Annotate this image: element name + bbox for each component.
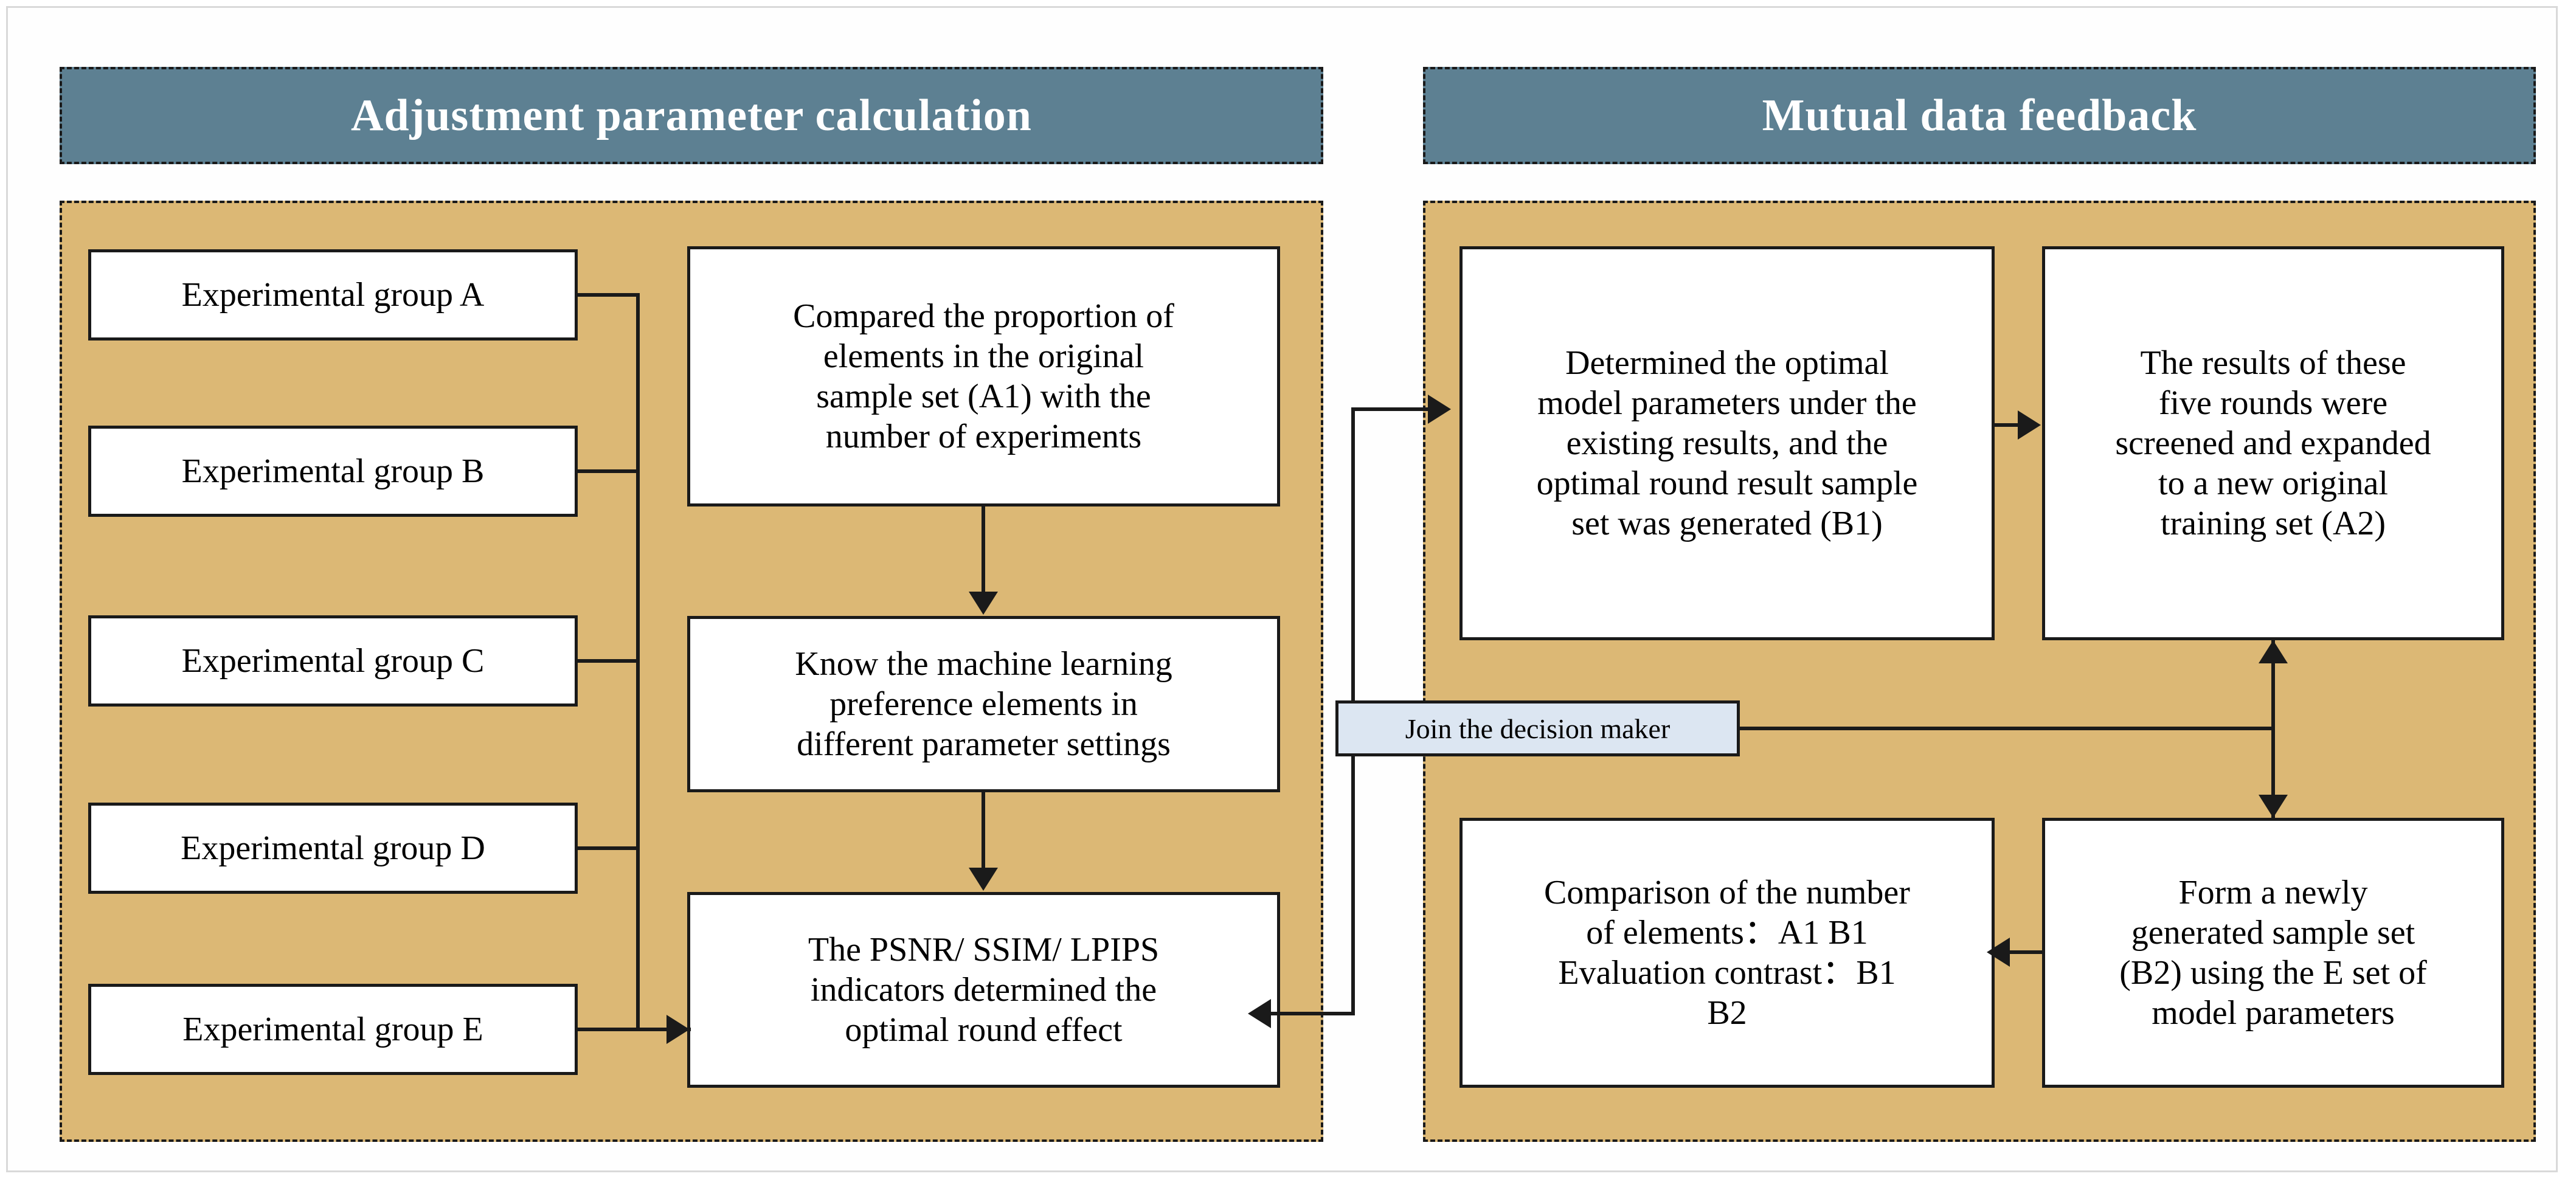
left-panel-header: Adjustment parameter calculation [60,67,1323,164]
connector-b2-to-comparison [2010,950,2043,954]
step-compare-proportion-box[interactable]: Compared the proportion of elements in t… [687,246,1280,506]
experimental-group-a-box[interactable]: Experimental group A [88,249,578,340]
join-decision-maker-label[interactable]: Join the decision maker [1335,700,1740,756]
connector-mid1-to-mid2 [982,506,985,593]
step-determined-optimal-parameters-box[interactable]: Determined the optimal model parameters … [1459,246,1995,640]
connector-riser-to-b1 [1351,407,1436,411]
arrowhead-mid1-to-mid2 [969,592,998,615]
connector-group-c-stub [578,659,640,663]
arrowhead-up-to-a2 [2259,640,2288,663]
experimental-group-e-box[interactable]: Experimental group E [88,984,578,1075]
right-panel-header: Mutual data feedback [1423,67,2536,164]
connector-group-bus [636,293,640,1030]
connector-group-d-stub [578,846,640,850]
connector-group-a-stub [578,293,640,297]
arrowhead-riser-to-b1 [1428,395,1451,424]
arrowhead-down-to-b2 [2259,795,2288,818]
connector-group-b-stub [578,469,640,473]
step-psnr-ssim-lpips-box[interactable]: The PSNR/ SSIM/ LPIPS indicators determi… [687,892,1280,1088]
step-comparison-of-elements-box[interactable]: Comparison of the number of elements：A1 … [1459,818,1995,1088]
experimental-group-b-box[interactable]: Experimental group B [88,426,578,517]
experimental-group-c-box[interactable]: Experimental group C [88,615,578,707]
arrowhead-b1-to-a2 [2018,410,2041,440]
arrowhead-riser-to-indicators [1248,999,1271,1028]
connector-riser-to-indicators [1271,1012,1355,1015]
experimental-group-d-box[interactable]: Experimental group D [88,803,578,894]
arrowhead-mid2-to-mid3 [969,868,998,891]
connector-bus-to-indicators [636,1028,691,1031]
connector-decision-label-right [1736,727,2274,730]
arrowhead-b2-to-comparison [1987,938,2010,967]
step-know-preference-elements-box[interactable]: Know the machine learning preference ele… [687,616,1280,792]
connector-b1-to-a2 [1995,423,2025,427]
connector-group-e-stub [578,1028,640,1031]
step-five-rounds-screened-box[interactable]: The results of these five rounds were sc… [2042,246,2504,640]
connector-mid2-to-mid3 [982,792,985,869]
step-form-newly-generated-set-box[interactable]: Form a newly generated sample set (B2) u… [2042,818,2504,1088]
arrowhead-bus-to-indicators [667,1015,690,1044]
